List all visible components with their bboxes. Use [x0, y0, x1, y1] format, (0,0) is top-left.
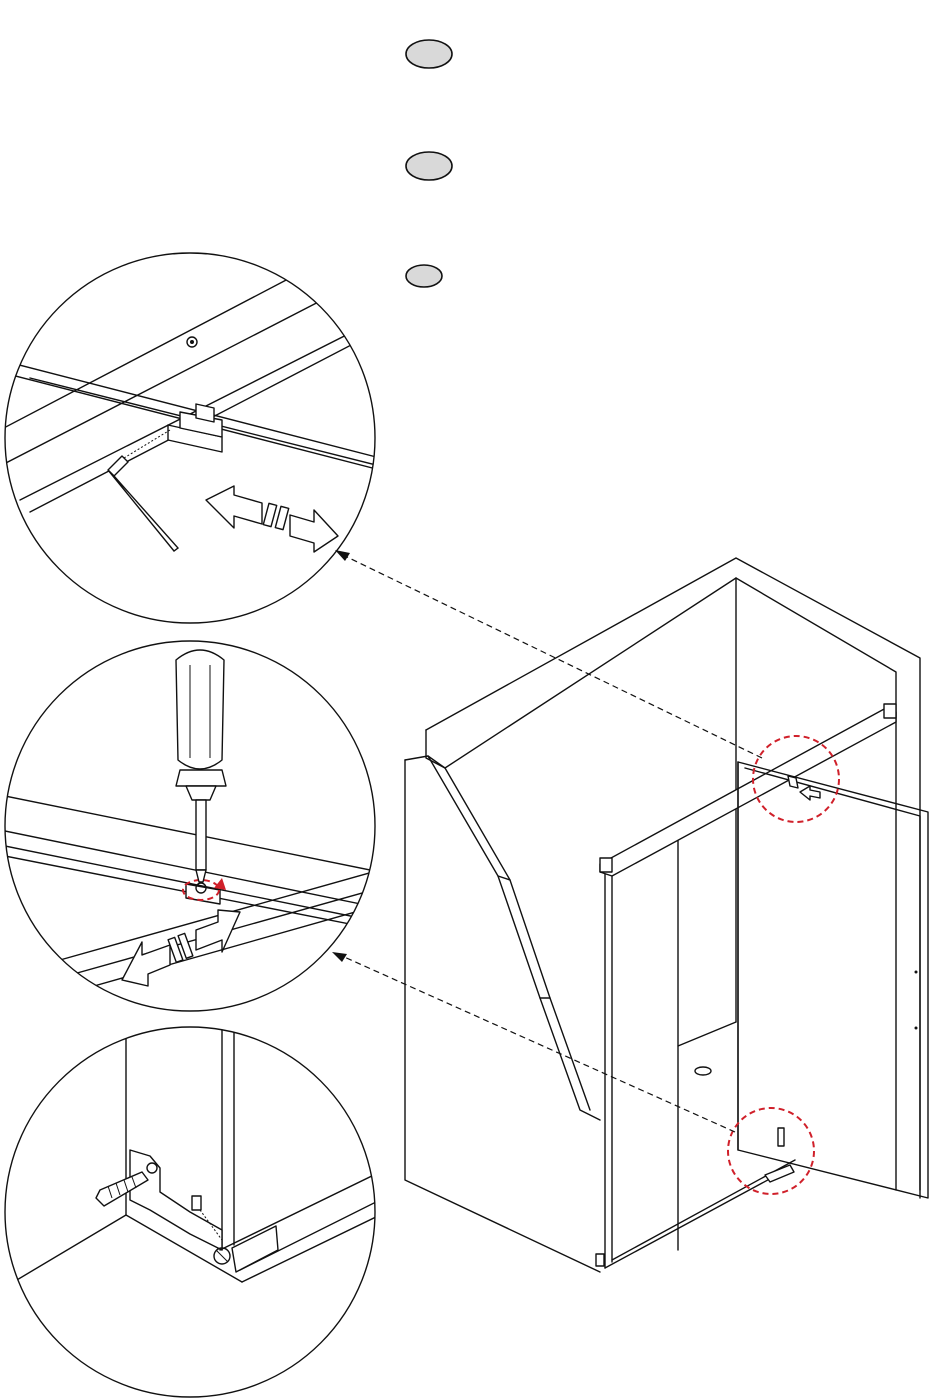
step-bullets — [406, 40, 452, 287]
detail-circle-bottom-bracket — [0, 1020, 380, 1397]
step-bullet-2 — [406, 152, 452, 180]
shower-enclosure — [405, 558, 928, 1272]
leader-lines — [332, 550, 762, 1132]
double-arrow-icon — [206, 486, 338, 552]
detail-circle-middle-roller — [0, 641, 380, 1011]
screwdriver-icon — [176, 650, 226, 893]
step-bullet-3 — [406, 265, 442, 287]
double-arrow-icon — [122, 910, 240, 986]
step-bullet-1 — [406, 40, 452, 68]
detail-circle-top-track — [0, 253, 380, 623]
hex-key-icon — [108, 430, 178, 551]
